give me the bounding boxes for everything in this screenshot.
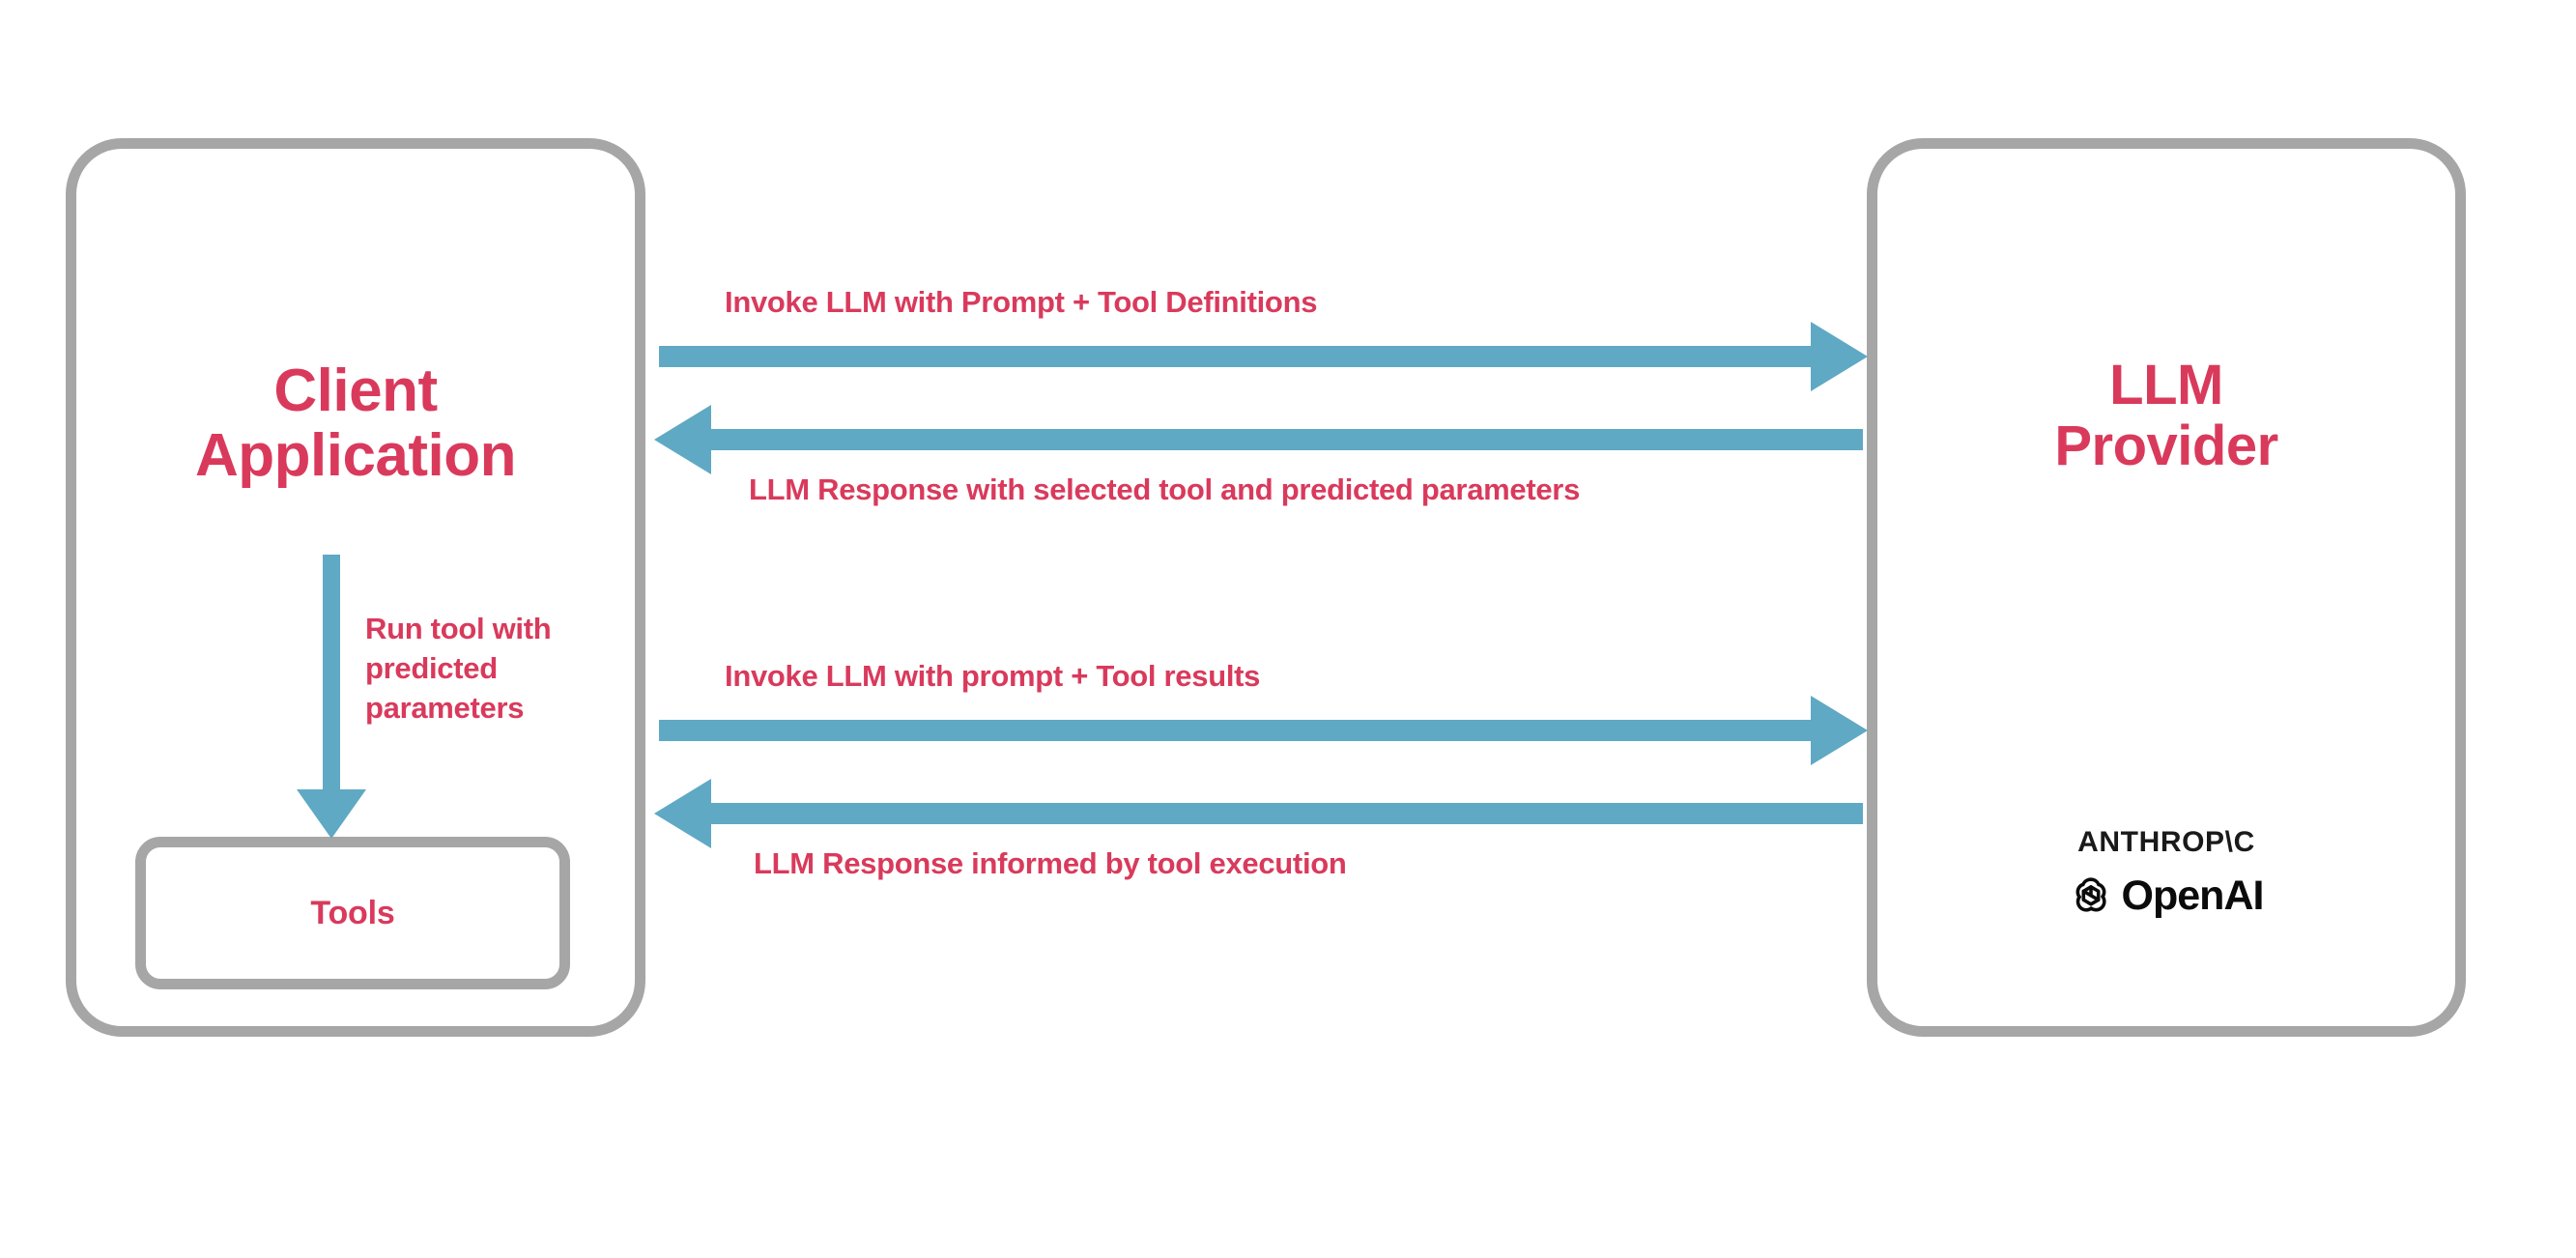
run-tool-arrow-label: Run tool with predicted parameters — [365, 612, 552, 725]
llm-provider-title: LLM Provider — [2054, 354, 2278, 477]
tools-label: Tools — [310, 894, 395, 931]
client-application-title: Client Application — [194, 357, 517, 489]
openai-wordmark: OpenAI — [2121, 872, 2265, 919]
llm-provider-box — [1867, 138, 2466, 1037]
message-label-response-1: LLM Response with selected tool and pred… — [749, 472, 1581, 506]
message-label-response-2: LLM Response informed by tool execution — [754, 846, 1347, 880]
openai-logo: OpenAI — [2070, 872, 2264, 920]
tools-box: Tools — [135, 837, 570, 989]
message-label-invoke-2: Invoke LLM with prompt + Tool results — [725, 659, 1261, 693]
right-arrow-icon-invoke-1 — [659, 322, 1868, 391]
message-label-invoke-1: Invoke LLM with Prompt + Tool Definition… — [725, 285, 1318, 319]
anthropic-logo: ANTHROP\C — [2077, 826, 2255, 858]
left-arrow-icon-response-1 — [654, 405, 1863, 474]
left-arrow-icon-response-2 — [654, 779, 1863, 848]
right-arrow-icon-invoke-2 — [659, 696, 1868, 765]
provider-logos: ANTHROP\C OpenAI — [1867, 826, 2466, 920]
openai-knot-icon — [2070, 872, 2112, 920]
